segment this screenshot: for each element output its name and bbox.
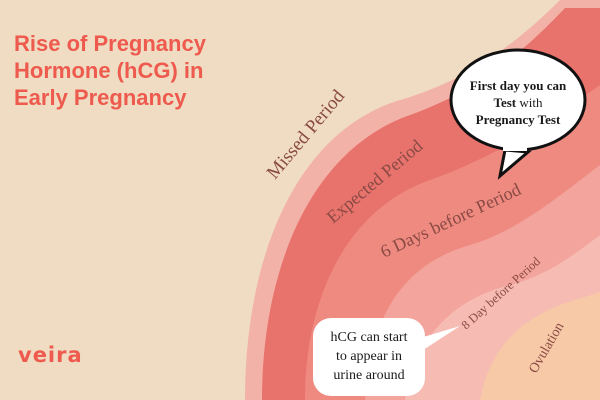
callout-tail-cover xyxy=(503,143,527,151)
urine-line-2: to appear in xyxy=(336,349,402,364)
callout-line-3: Pregnancy Test xyxy=(476,112,561,127)
urine-line-3: urine around xyxy=(333,368,404,383)
urine-line-1: hCG can start xyxy=(331,330,408,345)
callout-line-1: First day you can xyxy=(470,78,567,93)
title-line-3: Early Pregnancy xyxy=(14,85,187,110)
callout-line-2: Test with xyxy=(493,95,543,110)
band-ovulation xyxy=(480,292,600,400)
brand-logo: veira xyxy=(18,343,83,367)
callout-line-2-rest: with xyxy=(516,95,543,110)
title-line-1: Rise of Pregnancy xyxy=(14,31,206,56)
title-line-2: Hormone (hCG) in xyxy=(14,58,204,83)
urine-callout-box xyxy=(313,318,425,396)
infographic-title: Rise of Pregnancy Hormone (hCG) in Early… xyxy=(14,30,206,111)
callout-first-test-day: First day you can Test with Pregnancy Te… xyxy=(449,48,587,180)
callout-line-2-bold: Test xyxy=(493,95,516,110)
urine-callout-tail xyxy=(420,326,460,352)
callout-urine: hCG can start to appear in urine around xyxy=(313,318,460,396)
